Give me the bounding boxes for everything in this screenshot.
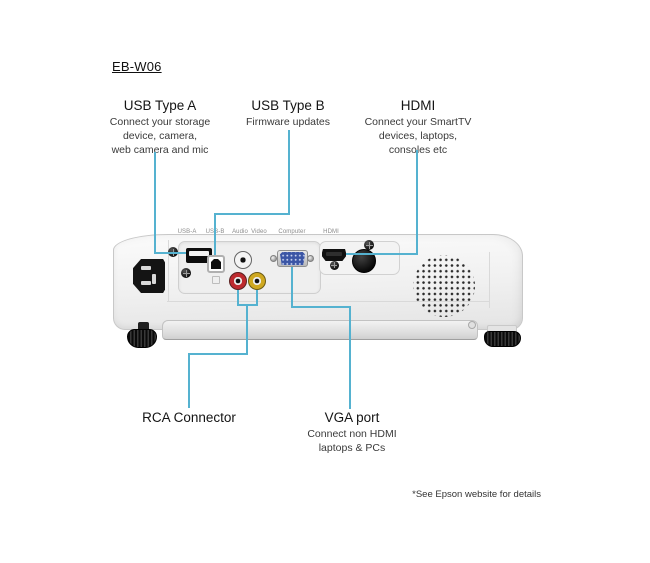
- hdmi-port-slot: [326, 252, 342, 256]
- callout-hdmi: HDMI Connect your SmartTV devices, lapto…: [348, 98, 488, 157]
- callout-hdmi-heading: HDMI: [400, 98, 436, 113]
- callout-line-rca-red-stub: [237, 290, 239, 305]
- callout-line-hdmi-vertical: [416, 150, 418, 255]
- callout-line-usb-a-vertical: [154, 152, 156, 253]
- usb-a-port-tongue: [189, 251, 209, 256]
- callout-line-vga-horizontal: [291, 306, 351, 308]
- callout-vga-heading: VGA port: [324, 410, 380, 425]
- usb-b-glyph-icon: [212, 276, 220, 284]
- body-seam-left: [168, 240, 169, 302]
- callout-vga-line1: Connect non HDMI: [307, 428, 397, 440]
- screw-icon: [364, 240, 374, 250]
- callout-vga-line2: laptops & PCs: [318, 442, 386, 454]
- port-label-hdmi: HDMI: [323, 229, 339, 235]
- ledge-screw-icon: [468, 321, 476, 329]
- callout-hdmi-line1: Connect your SmartTV: [364, 116, 472, 128]
- left-foot-stem: [138, 322, 149, 331]
- callout-line-usb-a-horizontal: [154, 252, 186, 254]
- video-yellow-rca-jack: [248, 272, 266, 290]
- callout-vga: VGA port Connect non HDMI laptops & PCs: [282, 410, 422, 455]
- screw-icon: [181, 268, 191, 278]
- power-inlet-port: [133, 259, 165, 293]
- screw-icon: [330, 261, 339, 270]
- port-label-audio: Audio: [232, 229, 248, 235]
- bottom-ledge: [162, 320, 478, 340]
- vga-thumbscrew-icon: [307, 255, 314, 262]
- callout-usb-type-a-line2: device, camera,: [122, 130, 198, 142]
- callout-usb-type-a-heading: USB Type A: [123, 98, 197, 113]
- port-label-usb-a: USB-A: [177, 229, 197, 235]
- callout-line-rca-horizontal: [188, 353, 248, 355]
- left-adjustable-foot: [127, 329, 157, 348]
- callout-hdmi-line2: devices, laptops,: [378, 130, 458, 142]
- body-seam-right: [489, 252, 490, 308]
- callout-line-usb-b-horizontal: [214, 213, 290, 215]
- callout-line-rca-yellow-stub: [256, 290, 258, 305]
- audio-red-rca-jack: [229, 272, 247, 290]
- speaker-grille: [413, 255, 475, 317]
- port-label-video: Video: [251, 229, 267, 235]
- footnote: *See Epson website for details: [412, 489, 541, 500]
- callout-hdmi-line3: consoles etc: [388, 144, 448, 156]
- callout-line-usb-b-vertical-top: [288, 130, 290, 215]
- power-inlet-slot: [141, 266, 151, 270]
- right-adjustable-foot: [484, 331, 521, 347]
- callout-rca-heading: RCA Connector: [142, 410, 236, 425]
- vga-thumbscrew-icon: [270, 255, 277, 262]
- callout-line-usb-b-vertical-bottom: [214, 215, 216, 255]
- audio-rca-jack: [234, 251, 252, 269]
- callout-usb-type-a: USB Type A Connect your storage device, …: [90, 98, 230, 157]
- callout-usb-type-b-line1: Firmware updates: [245, 116, 331, 128]
- power-inlet-slot: [141, 281, 151, 285]
- callout-usb-type-a-line3: web camera and mic: [111, 144, 209, 156]
- body-seam-bottom: [167, 301, 489, 302]
- power-inlet-slot: [152, 274, 156, 284]
- page-title: EB-W06: [112, 59, 162, 74]
- port-label-computer: Computer: [278, 229, 306, 235]
- callout-line-rca-vertical-bottom: [188, 353, 190, 408]
- vga-port: [280, 252, 305, 265]
- callout-line-vga-vertical-top: [291, 267, 293, 307]
- callout-line-hdmi-horizontal: [346, 253, 416, 255]
- callout-usb-type-b-heading: USB Type B: [251, 98, 325, 113]
- callout-line-rca-vertical-mid: [246, 304, 248, 355]
- callout-usb-type-a-line1: Connect your storage: [109, 116, 211, 128]
- callout-line-vga-vertical-bottom: [349, 306, 351, 409]
- callout-usb-type-b: USB Type B Firmware updates: [218, 98, 358, 129]
- callout-rca: RCA Connector: [119, 410, 259, 427]
- usb-b-port-inner: [211, 259, 221, 269]
